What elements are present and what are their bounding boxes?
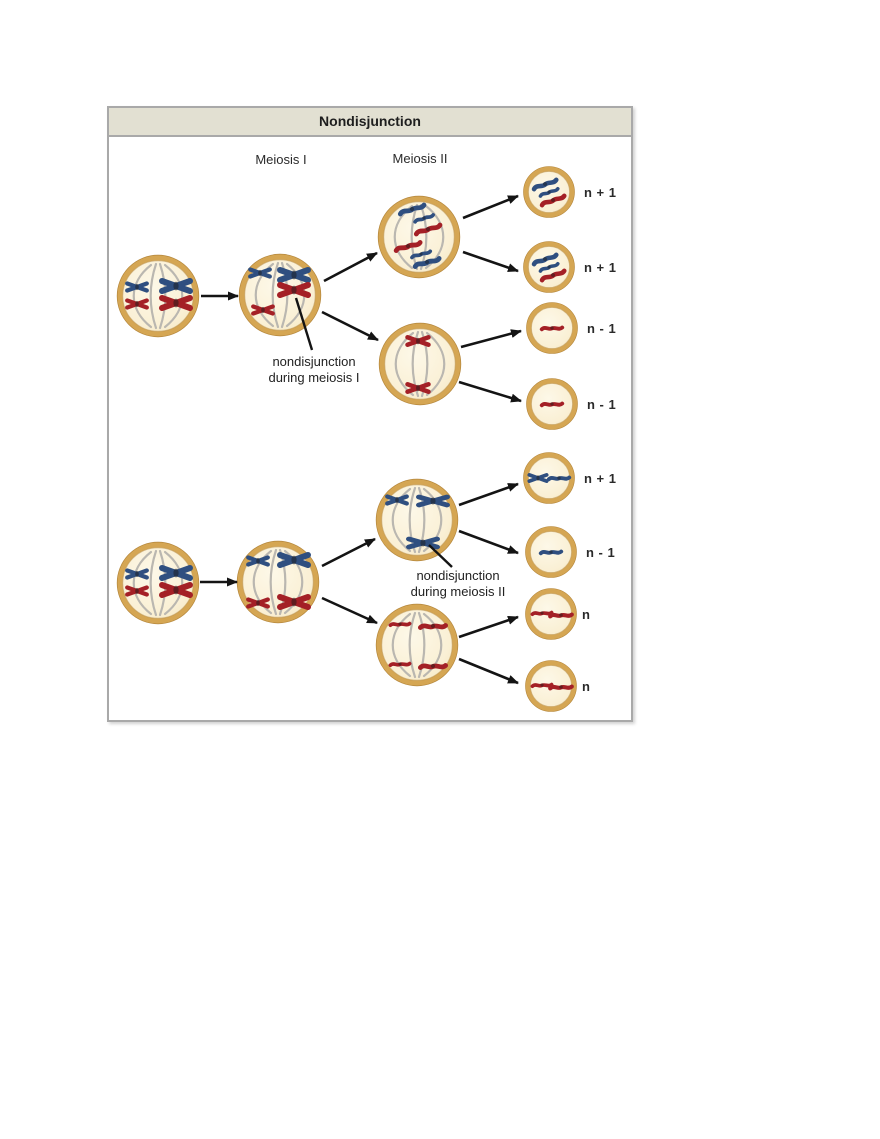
ploidy-label-top-4: n - 1 xyxy=(587,397,617,412)
red-chromatid xyxy=(420,664,445,668)
annotation-meiosis1: nondisjunction during meiosis I xyxy=(252,354,376,385)
arrow-to-gamete-bottom-3 xyxy=(458,615,519,639)
blue-chromatid xyxy=(546,474,572,482)
annotation-meiosis1-line1: nondisjunction xyxy=(272,354,356,369)
gamete-bottom-4 xyxy=(526,661,576,711)
annotation-meiosis1-line2: during meiosis I xyxy=(268,369,360,385)
arrow-to-gamete-top-2 xyxy=(462,250,519,273)
arrow-to-gamete-top-1 xyxy=(462,194,519,220)
red-chromatid xyxy=(550,685,572,689)
ploidy-label-top-3: n - 1 xyxy=(587,321,617,336)
gamete-bottom-3 xyxy=(526,589,576,639)
cell-parent-bottom xyxy=(118,543,199,624)
gamete-top-1 xyxy=(524,167,574,217)
cell-meiosis2-top-lower xyxy=(380,324,461,405)
annotation-meiosis2: nondisjunction during meiosis II xyxy=(396,568,520,599)
arrow-meiosis1-to-meiosis2-bottom-upper xyxy=(321,537,376,568)
arrow-meiosis1-to-meiosis2-top-lower xyxy=(321,310,379,342)
blue-chromatid xyxy=(538,548,564,556)
arrow-to-gamete-top-4 xyxy=(458,380,522,403)
ploidy-label-bottom-4: n xyxy=(582,679,591,694)
cell-membrane xyxy=(118,256,199,337)
red-chromatid xyxy=(420,624,445,628)
cell-meiosis1-bottom xyxy=(238,542,319,623)
gamete-top-3 xyxy=(527,303,577,353)
column-label-meiosis-ii: Meiosis II xyxy=(392,151,448,166)
ploidy-label-bottom-1: n + 1 xyxy=(584,471,617,486)
pointer-line-meiosis1 xyxy=(294,297,314,351)
red-chromatid xyxy=(388,620,412,628)
gamete-top-4 xyxy=(527,379,577,429)
arrow-to-gamete-bottom-1 xyxy=(458,482,519,507)
annotation-meiosis2-line2: during meiosis II xyxy=(410,583,506,599)
ploidy-label-bottom-2: n - 1 xyxy=(586,545,616,560)
column-label-meiosis-i: Meiosis I xyxy=(255,152,307,167)
cell-membrane xyxy=(377,480,458,561)
arrow-meiosis1-to-meiosis2-bottom-lower xyxy=(321,596,378,625)
red-chromatid xyxy=(530,681,554,689)
red-chromatid xyxy=(530,609,554,617)
cell-meiosis2-bottom-upper xyxy=(377,480,458,561)
red-chromatid xyxy=(539,324,565,332)
gamete-bottom-2 xyxy=(526,527,576,577)
ploidy-label-bottom-3: n xyxy=(582,607,591,622)
arrow-to-gamete-bottom-2 xyxy=(458,529,519,555)
ploidy-label-top-2: n + 1 xyxy=(584,260,617,275)
cell-meiosis1-top xyxy=(240,255,321,336)
panel-title: Nondisjunction xyxy=(109,108,631,137)
annotation-meiosis2-line1: nondisjunction xyxy=(416,568,500,583)
cell-membrane xyxy=(118,543,199,624)
cell-meiosis2-top-upper xyxy=(379,197,460,278)
ploidy-label-top-1: n + 1 xyxy=(584,185,617,200)
cell-meiosis2-bottom-lower xyxy=(377,605,458,686)
red-chromatid xyxy=(539,400,565,408)
red-chromatid xyxy=(550,613,572,617)
red-chromatid xyxy=(388,660,412,668)
arrow-to-gamete-top-3 xyxy=(460,329,522,349)
cell-membrane xyxy=(377,605,458,686)
pointer-line-meiosis2 xyxy=(428,544,453,568)
cell-membrane xyxy=(380,324,461,405)
arrow-meiosis1-to-meiosis2-top-upper xyxy=(323,251,378,283)
gamete-top-2 xyxy=(524,242,574,292)
cell-parent-top xyxy=(118,256,199,337)
arrow-to-gamete-bottom-4 xyxy=(458,657,519,685)
gamete-bottom-1 xyxy=(524,453,574,503)
